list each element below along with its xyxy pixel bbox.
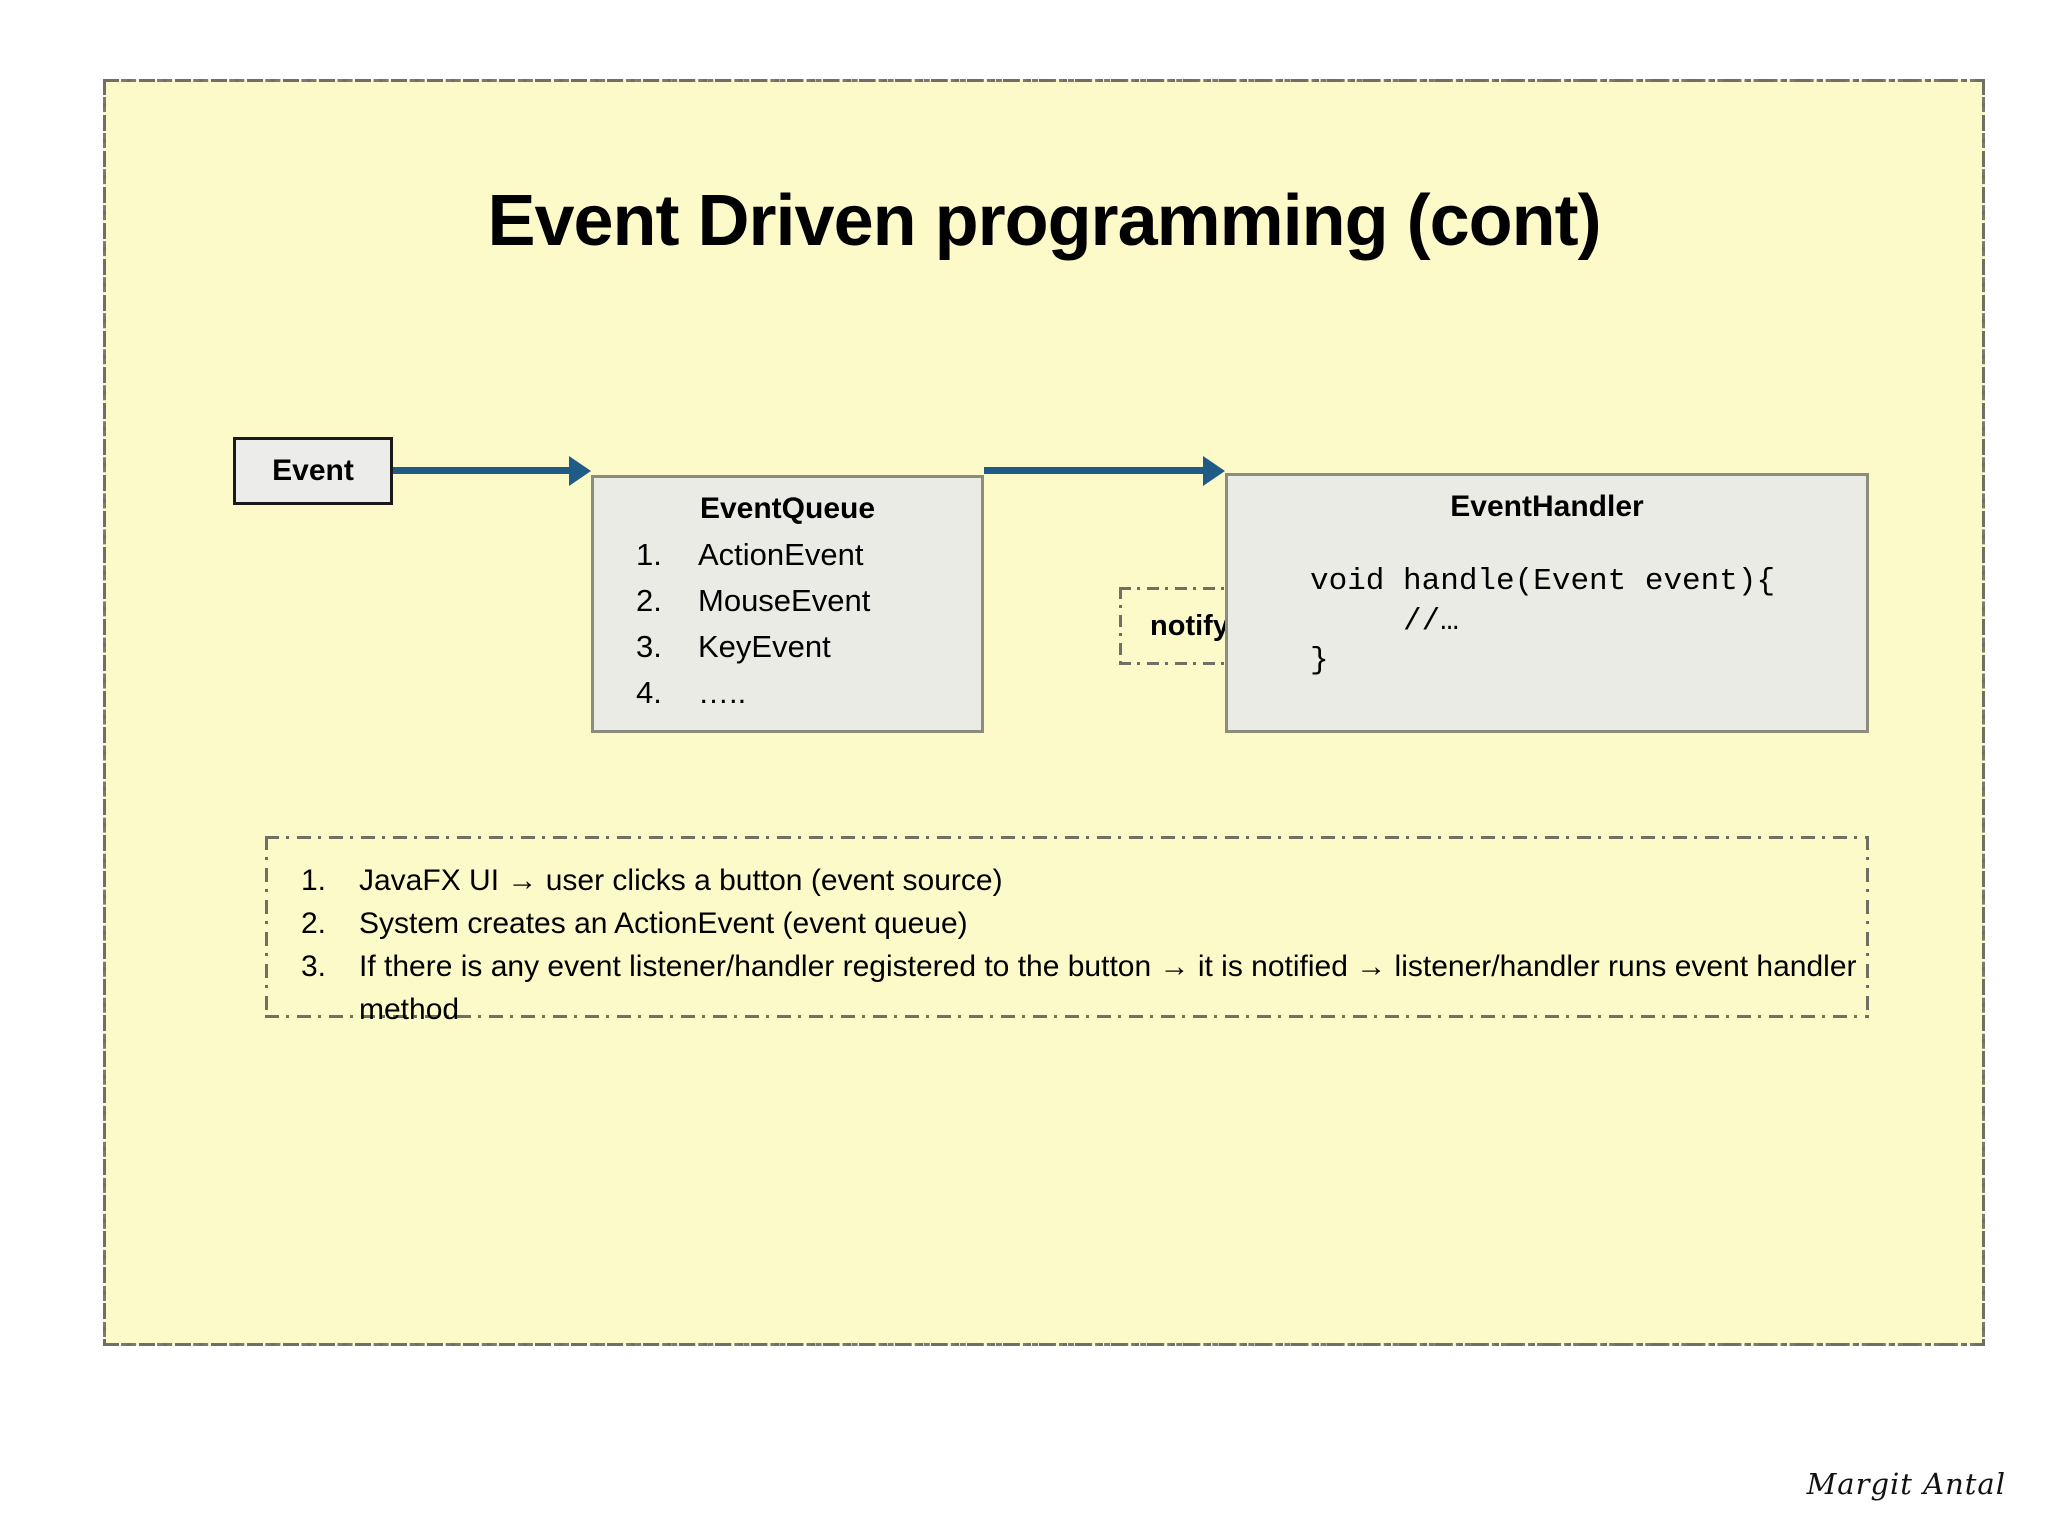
page-title: Event Driven programming (cont) (487, 181, 1601, 261)
list-item: 2. MouseEvent (636, 578, 981, 624)
steps-box: 1. JavaFX UI → user clicks a button (eve… (265, 836, 1869, 1026)
arrow-event-to-queue-icon (393, 467, 571, 474)
list-item-text: If there is any event listener/handler r… (359, 949, 1857, 1026)
list-item: 1. JavaFX UI → user clicks a button (eve… (301, 860, 1869, 903)
list-item: 3. KeyEvent (636, 624, 981, 670)
list-item: 4. ….. (636, 670, 981, 716)
list-item-number: 3. (636, 628, 662, 664)
event-queue-box[interactable]: EventQueue 1. ActionEvent 2. MouseEvent … (591, 475, 984, 733)
list-item-number: 4. (636, 674, 662, 710)
list-item-number: 1. (301, 864, 327, 897)
event-handler-title: EventHandler (1450, 490, 1644, 523)
event-queue-title: EventQueue (699, 492, 876, 525)
list-item-number: 2. (301, 906, 327, 940)
list-item-number: 2. (636, 582, 662, 618)
event-handler-box[interactable]: EventHandler void handle(Event event){ /… (1225, 473, 1869, 733)
list-item-number: 3. (301, 949, 327, 983)
list-item-number: 1. (636, 537, 662, 572)
steps-list: 1. JavaFX UI → user clicks a button (eve… (265, 860, 1869, 1032)
list-item: 2. System creates an ActionEvent (event … (301, 903, 1869, 946)
slide-canvas: Event Driven programming (cont) Event Ev… (103, 79, 1985, 1346)
list-item-label: KeyEvent (698, 628, 831, 664)
list-item-text: JavaFX UI → user clicks a button (event … (359, 864, 1003, 897)
list-item-text: System creates an ActionEvent (event que… (359, 906, 968, 940)
list-item: 3. If there is any event listener/handle… (301, 946, 1869, 1032)
list-item-label: ActionEvent (698, 537, 864, 572)
event-queue-list: 1. ActionEvent 2. MouseEvent 3. KeyEvent… (594, 532, 981, 716)
notify-label: notify (1150, 609, 1229, 642)
event-box[interactable]: Event (233, 437, 393, 505)
list-item-label: MouseEvent (698, 582, 871, 618)
list-item-label: ….. (698, 674, 747, 710)
event-handler-code: void handle(Event event){ //… } (1310, 564, 1776, 679)
arrow-queue-to-handler-icon (984, 467, 1205, 474)
author-signature: Margit Antal (1806, 1467, 2006, 1501)
event-box-label: Event (272, 454, 354, 487)
list-item: 1. ActionEvent (636, 532, 981, 578)
